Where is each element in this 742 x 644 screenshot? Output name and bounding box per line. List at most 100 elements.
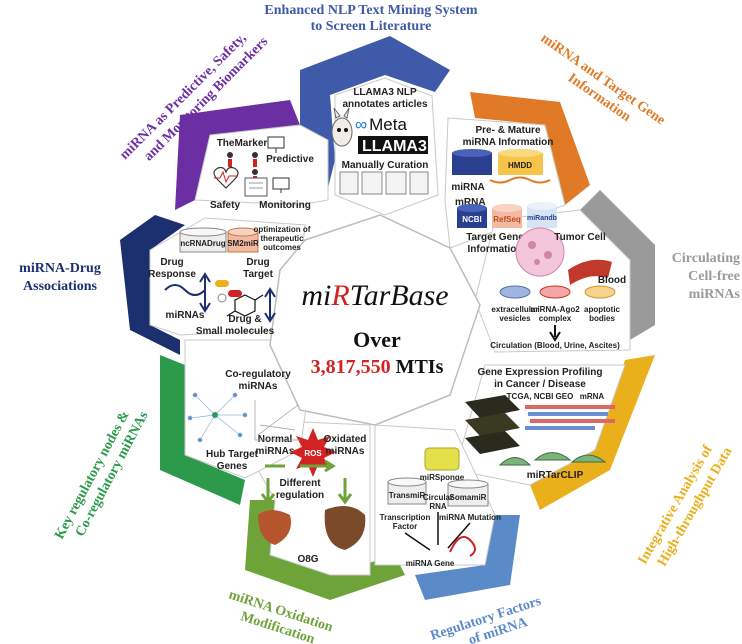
llama-annotates-line2: annotates articles — [342, 99, 427, 110]
text-mining-title-line2: to Screen Literature — [311, 19, 432, 34]
llama-icon — [331, 107, 353, 147]
band-target-gene — [470, 92, 590, 205]
profiling-line2: in Cancer / Disease — [494, 379, 586, 390]
mrna-track-label: mRNA — [580, 392, 605, 401]
pre-mature-line2: miRNA Information — [463, 137, 554, 148]
manual-curation-label: Manually Curation — [342, 160, 429, 171]
predictive-label: Predictive — [266, 154, 314, 165]
llama3-text: LLAMA3 — [362, 138, 427, 155]
checklist-icon — [244, 177, 268, 197]
llama-word: LLAMA — [362, 138, 418, 155]
down-arrows-icon — [260, 478, 353, 505]
ago2-label-line1: miRNA-Ago2 — [530, 305, 580, 314]
blood-vessel-icon — [568, 259, 612, 285]
bidirectional-arrow-icon — [199, 272, 211, 313]
drug-response-line2: Response — [148, 269, 196, 280]
mirna-strand-icon — [164, 284, 206, 296]
microarray-icon — [465, 395, 520, 454]
drug-title-line2: Associations — [23, 279, 97, 294]
monitoring-screen-icon — [272, 177, 290, 193]
tumor-cell-icon — [515, 227, 565, 277]
pill-icons — [215, 280, 242, 303]
circulating-title-line2: Cell-free — [688, 269, 740, 284]
ncrnadrug-cylinder-icon — [179, 227, 227, 253]
tumor-cell-label: Tumor Cell — [554, 232, 606, 243]
drug-title-line1: miRNA-Drug — [19, 261, 101, 276]
text-mining-title-line1: Enhanced NLP Text Mining System — [264, 3, 477, 18]
somamir-cylinder-icon — [447, 479, 489, 507]
network-graph-icon — [187, 392, 248, 443]
co-regulatory-line2: miRNAs — [239, 381, 278, 392]
mirna-mutation-label: miRNA Mutation — [439, 513, 501, 522]
optimization-line2: therapeutic — [260, 234, 304, 243]
drug-small-molecules-line2: Small molecules — [196, 326, 275, 337]
over-label: Over — [353, 327, 401, 352]
heart-monitor-icon — [213, 166, 239, 189]
ros-label: ROS — [304, 449, 322, 458]
sequencing-reads-icon — [525, 405, 615, 430]
target-gene-info-line2: Information — [468, 244, 523, 255]
mirbase-label: miRNA — [451, 182, 484, 193]
transmir-label: TransmiR — [389, 491, 426, 500]
drug-small-molecules-line1: Drug & — [228, 314, 261, 325]
band-key-regulatory — [160, 355, 245, 505]
hub-target-line2: Genes — [217, 461, 248, 472]
panel-regulatory — [374, 424, 496, 566]
mirtarbase-logo: miRTarBase — [301, 279, 448, 312]
ev-label-line1: extracellular — [491, 305, 538, 314]
different-regulation-line1: Different — [279, 478, 321, 489]
oxidation-arrow-icon — [265, 459, 336, 473]
ago2-complex-icon — [539, 285, 571, 299]
mirsponge-label: miRSponge — [420, 473, 465, 482]
apoptotic-label-line1: apoptotic — [584, 305, 621, 314]
band-regulatory — [415, 515, 520, 600]
circulating-title-line3: miRNAs — [689, 287, 741, 302]
hmdd-label: HMDD — [508, 161, 532, 170]
different-regulation-line2: regulation — [276, 490, 324, 501]
logo-part-tarbase: TarBase — [350, 279, 449, 312]
ago2-label-line2: complex — [539, 314, 572, 323]
logo-part-mi: mi — [301, 279, 331, 312]
monitor-icon — [267, 136, 285, 153]
apoptotic-body-icon — [584, 285, 616, 299]
data-sources-label: TCGA, NCBI GEO — [507, 392, 574, 401]
mirnas-label: miRNAs — [166, 310, 205, 321]
meta-infinity-icon: ∞ — [355, 115, 367, 134]
monitoring-label: Monitoring — [259, 200, 311, 211]
drug-target-arrow-icon — [264, 287, 276, 323]
hub-target-line1: Hub Target — [206, 449, 259, 460]
center-panel — [269, 214, 481, 426]
band-integrative — [530, 355, 655, 510]
blood-label: Blood — [598, 275, 626, 286]
transmir-cylinder-icon — [387, 477, 427, 505]
ncbi-label: NCBI — [462, 215, 482, 224]
co-regulatory-line1: Co-regulatory — [225, 369, 291, 380]
normal-mirnas-line1: Normal — [258, 434, 293, 445]
circulation-label: Circulation (Blood, Urine, Ascites) — [490, 341, 620, 350]
molecule-icon — [226, 294, 264, 317]
target-gene-info-line1: Target Gene — [466, 232, 524, 243]
profiling-line1: Gene Expression Profiling — [477, 367, 602, 378]
somamir-label: SomamiR — [450, 493, 487, 502]
drug-target-line1: Drug — [246, 257, 269, 268]
llama-annotates-line1: LLAMA3 NLP — [353, 87, 417, 98]
drug-response-line1: Drug — [160, 257, 183, 268]
mirna-gene-label: miRNA Gene — [406, 559, 455, 568]
transcription-factor-line2: Factor — [393, 522, 417, 531]
mirandb-label: miRandb — [527, 215, 557, 222]
apoptotic-label-line2: bodies — [589, 314, 615, 323]
sm2mir-label: SM2miR — [227, 239, 259, 248]
oxidated-mirnas-line1: Oxidated — [324, 434, 367, 445]
pre-mature-line1: Pre- & Mature — [475, 125, 540, 136]
regulation-arrows-icon — [404, 512, 471, 551]
normal-mirnas-line2: miRNAs — [256, 446, 295, 457]
oxidated-mirnas-line2: miRNAs — [326, 446, 365, 457]
llama3-banner — [358, 136, 428, 154]
optimization-line1: optimization of — [254, 225, 311, 234]
safety-label: Safety — [210, 200, 240, 211]
mirna-gene-hairpin-icon — [449, 536, 476, 557]
optimization-line3: outcomes — [263, 243, 301, 252]
band-circulating — [580, 190, 655, 340]
